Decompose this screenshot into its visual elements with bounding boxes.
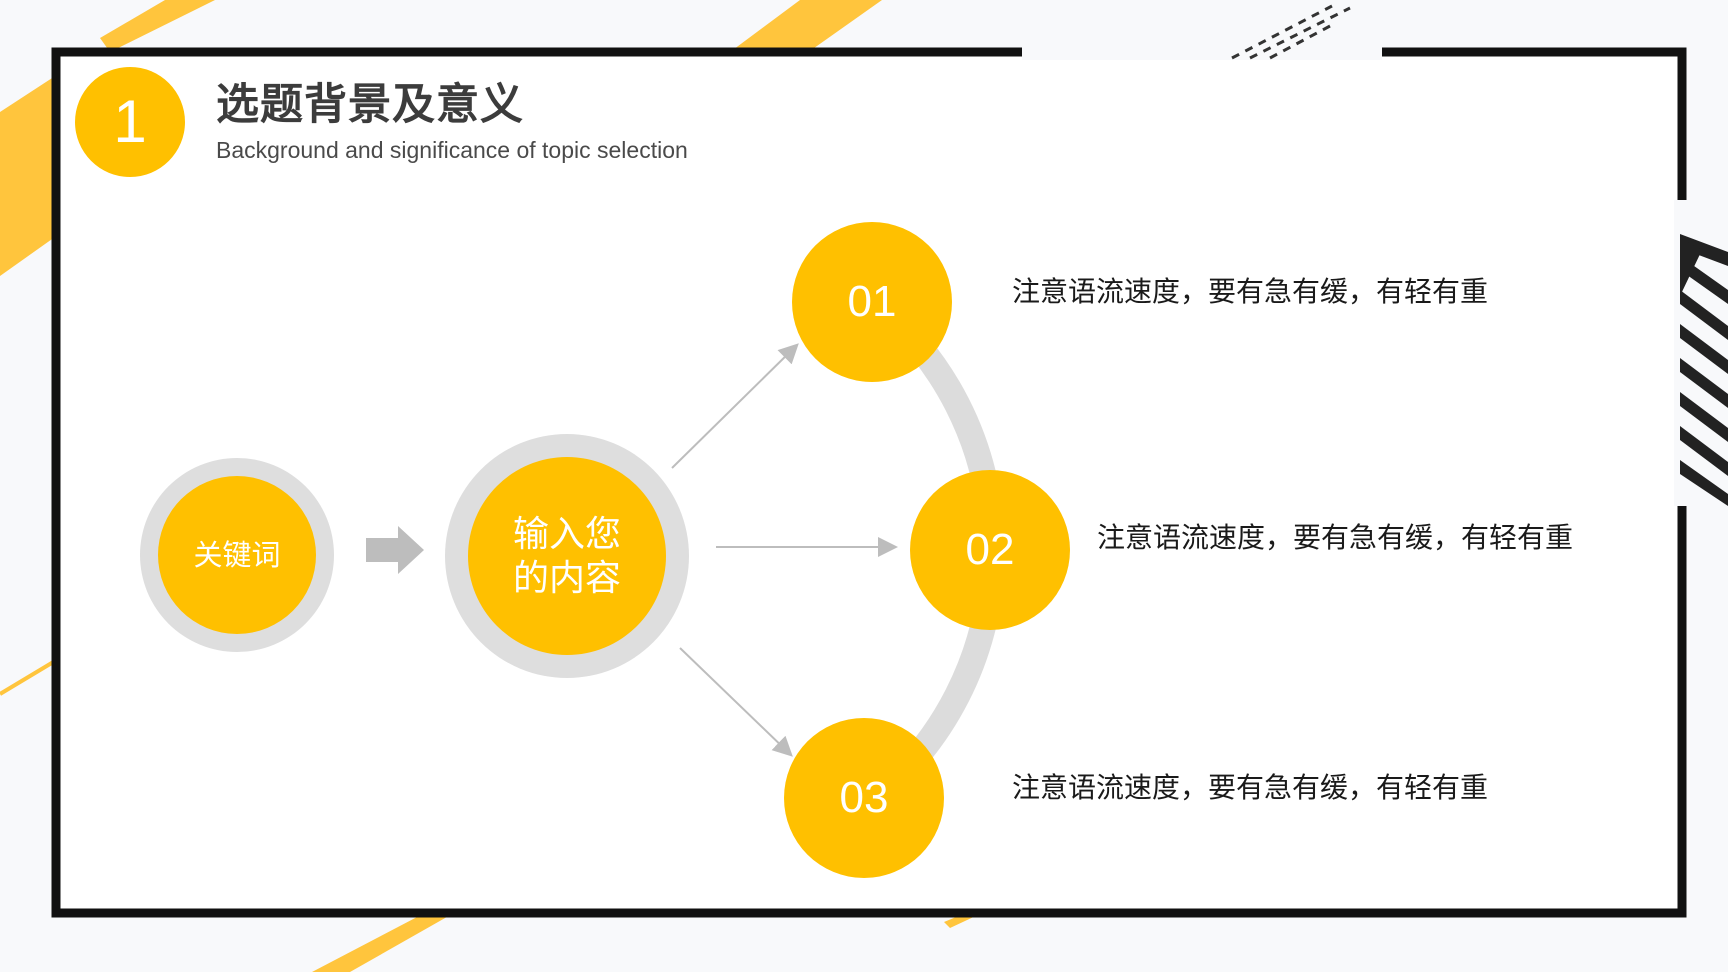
frame-gap-top [1022, 42, 1382, 60]
node-number-01: 01 [847, 277, 897, 326]
block-arrow-icon [366, 526, 424, 574]
node-description-03: 注意语流速度，要有急有缓，有轻有重 [1012, 771, 1489, 804]
yellow-thin-line [0, 656, 62, 696]
keyword-label: 关键词 [193, 538, 281, 572]
node-circle-02 [910, 470, 1070, 630]
content-label-line1: 输入您 [512, 514, 621, 555]
node-description-01: 注意语流速度，要有急有缓，有轻有重 [1012, 275, 1489, 308]
node-circle-01 [792, 222, 952, 382]
black-stripe-decoration [1680, 234, 1728, 506]
arrow-to-01 [671, 343, 799, 469]
page-subtitle: Background and significance of topic sel… [216, 137, 688, 163]
content-circle [468, 457, 666, 655]
yellow-stripe-bottom-left [312, 905, 468, 972]
dashed-line-decoration [1231, 4, 1351, 60]
section-number: 1 [113, 88, 147, 155]
content-label: 输入您 的内容 [468, 458, 666, 656]
node-number-03: 03 [839, 773, 889, 822]
yellow-stripe-top-center [722, 0, 882, 58]
section-number-badge [75, 67, 185, 177]
yellow-stripe-top [100, 0, 215, 52]
content-label-line2: 的内容 [512, 558, 621, 599]
node-circle-03 [784, 718, 944, 878]
keyword-circle [158, 476, 316, 634]
node-description-02: 注意语流速度，要有急有缓，有轻有重 [1097, 521, 1574, 554]
node-number-02: 02 [965, 525, 1015, 574]
page-title: 选题背景及意义 [216, 80, 524, 130]
arrow-to-03 [679, 647, 793, 757]
